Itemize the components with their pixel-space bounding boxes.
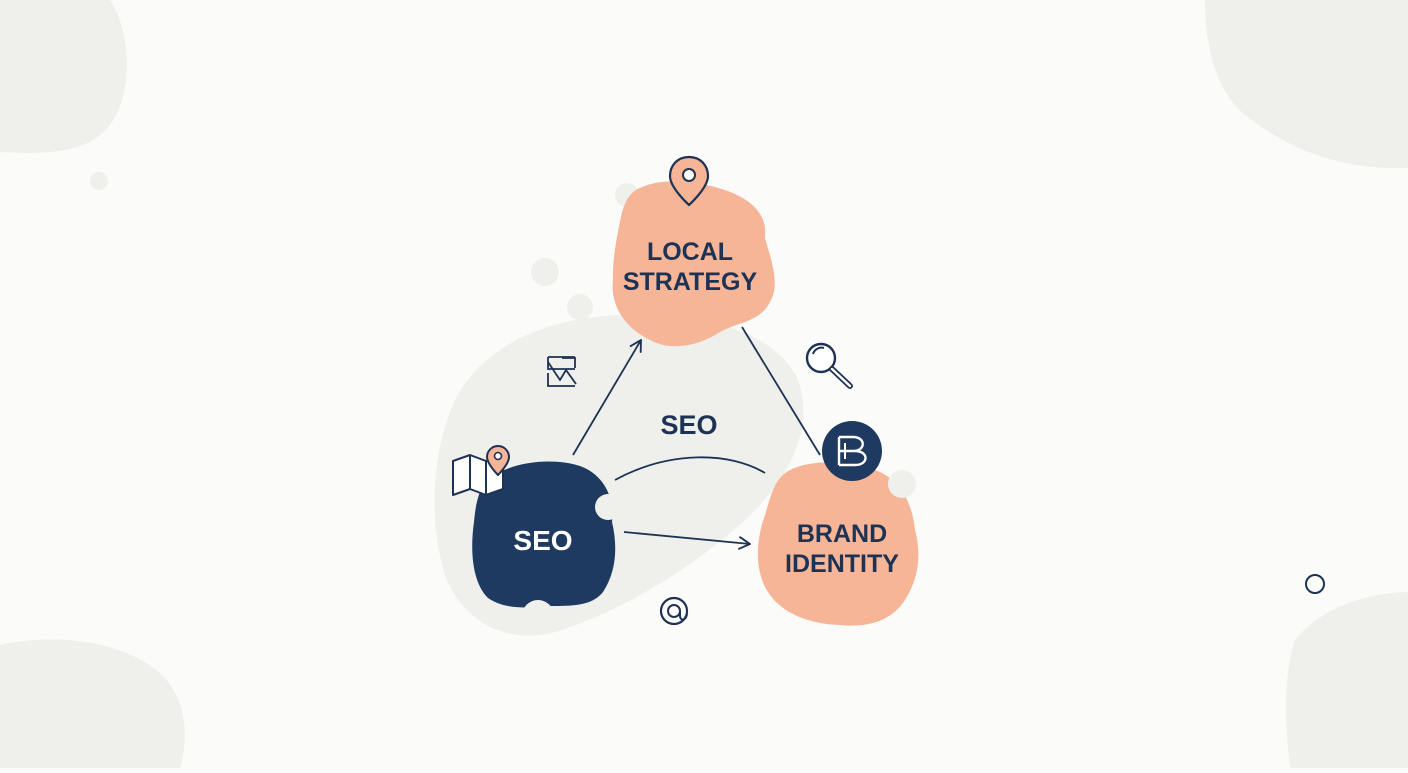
- brand-identity-blob: [757, 462, 919, 626]
- arrow-seo-to-brand: [623, 531, 751, 550]
- decor-dot: [90, 172, 108, 190]
- at-sign-icon: [659, 596, 689, 626]
- curve-seo-to-brand: [614, 456, 766, 481]
- folded-map-with-pin-icon: [452, 445, 510, 496]
- connector-label: SEO: [660, 410, 717, 440]
- brand-identity-label-line2: IDENTITY: [785, 550, 899, 578]
- decor-dot: [595, 494, 621, 520]
- decor-dot: [531, 258, 559, 286]
- seo-node: SEO: [472, 461, 616, 608]
- local-strategy-label-line2: STRATEGY: [623, 268, 758, 296]
- decor-dot: [522, 600, 554, 632]
- corner-blob-bottom-left: [0, 639, 185, 768]
- line-local-to-brand: [741, 326, 821, 456]
- decor-ring: [1305, 574, 1325, 594]
- location-pin-icon: [668, 155, 710, 207]
- corner-blob-top-left: [0, 0, 127, 153]
- seo-blob: [472, 461, 616, 608]
- brand-identity-label-line1: BRAND: [797, 520, 887, 548]
- arrow-seo-to-local: [572, 339, 642, 456]
- local-strategy-blob: [612, 181, 775, 347]
- decor-dot: [888, 470, 916, 498]
- trend-arrows-icon: [547, 356, 577, 387]
- local-strategy-node: LOCAL STRATEGY: [612, 181, 775, 347]
- corner-blob-bottom-right: [1286, 592, 1408, 768]
- decor-dot: [567, 294, 593, 320]
- brand-identity-node: BRAND IDENTITY: [757, 462, 919, 626]
- brand-b-icon: [822, 421, 882, 481]
- local-strategy-label-line1: LOCAL: [647, 238, 733, 266]
- seo-node-label: SEO: [513, 525, 572, 556]
- search-magnifier-icon: [805, 342, 853, 389]
- corner-blob-top-right: [1205, 0, 1408, 169]
